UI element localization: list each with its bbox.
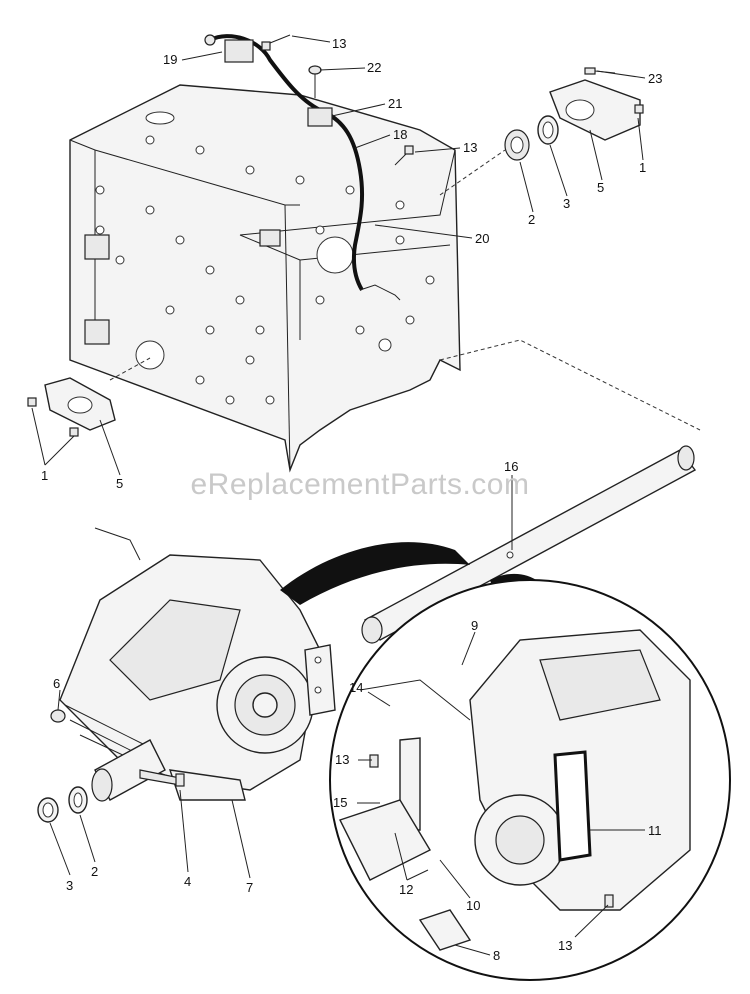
callout-1: 1 <box>639 160 646 175</box>
bolt-4 <box>139 769 185 787</box>
watermark-text: eReplacementParts.com <box>191 468 530 501</box>
bearing-flange-right <box>549 67 644 141</box>
callout-11: 11 <box>648 823 662 838</box>
callout-10: 10 <box>466 898 480 913</box>
transmission-assembly <box>59 527 336 801</box>
callout-22: 22 <box>367 60 381 75</box>
bolt-13-mid <box>394 145 414 166</box>
callout-12: 12 <box>399 882 413 897</box>
callout-6: 6 <box>53 676 60 691</box>
callout-2: 2 <box>91 864 98 879</box>
axle-shaft <box>361 445 697 644</box>
callout-7: 7 <box>246 880 253 895</box>
callout-4: 4 <box>184 874 191 889</box>
callout-14: 14 <box>349 680 363 695</box>
washer-2-bottom <box>68 786 88 814</box>
callout-5: 5 <box>116 476 123 491</box>
hub-sleeve <box>91 739 166 802</box>
callout-3: 3 <box>563 196 570 211</box>
callout-13: 13 <box>332 36 346 51</box>
callout-labels: 13 19 22 21 18 13 20 23 1 5 3 2 1 5 16 9… <box>41 36 662 963</box>
callout-2: 2 <box>528 212 535 227</box>
bolt-13-top <box>261 34 291 51</box>
frame-housing <box>69 84 461 473</box>
ring-3-bottom <box>37 797 59 823</box>
detail-circle <box>329 579 731 981</box>
cable-harness <box>204 34 401 301</box>
callout-18: 18 <box>393 127 407 142</box>
callout-13: 13 <box>558 938 572 953</box>
callout-19: 19 <box>163 52 177 67</box>
nut-6 <box>50 709 66 723</box>
bearing-ring-3 <box>537 115 559 145</box>
callout-20: 20 <box>475 231 489 246</box>
callout-3: 3 <box>66 878 73 893</box>
callout-15: 15 <box>333 795 347 810</box>
callout-13: 13 <box>335 752 349 767</box>
callout-1: 1 <box>41 468 48 483</box>
callout-23: 23 <box>648 71 662 86</box>
bolt-22 <box>308 65 322 98</box>
callout-8: 8 <box>493 948 500 963</box>
callout-9: 9 <box>471 618 478 633</box>
callout-13: 13 <box>463 140 477 155</box>
bearing-flange-left <box>27 377 116 437</box>
callout-16: 16 <box>504 459 518 474</box>
bearing-2-top <box>504 129 530 161</box>
callout-5: 5 <box>597 180 604 195</box>
callout-21: 21 <box>388 96 402 111</box>
callout-leaders <box>31 35 646 956</box>
